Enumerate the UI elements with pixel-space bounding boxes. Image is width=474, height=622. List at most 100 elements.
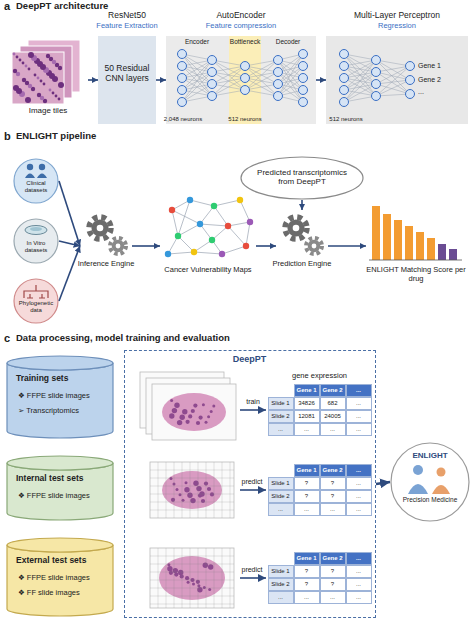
- cell-nucleus: [169, 413, 174, 418]
- gear-teeth: [285, 217, 307, 239]
- cell-nucleus: [25, 97, 31, 103]
- outline-ellipse: [14, 219, 58, 263]
- table-cell: ?: [320, 578, 346, 591]
- data-source-circle: In Vitro datasets: [13, 218, 59, 264]
- table-cell: Slide 1: [268, 397, 294, 410]
- table-cell: ?: [294, 477, 320, 490]
- table-cell: ...: [346, 384, 372, 397]
- cell-nucleus: [204, 482, 208, 486]
- cell-nucleus: [196, 580, 200, 584]
- network-link: [214, 206, 228, 226]
- cell-nucleus: [196, 486, 201, 491]
- engine-gears: Prediction Engine: [276, 210, 328, 282]
- cell-nucleus: [170, 477, 173, 480]
- outline-ellipse: [241, 157, 363, 199]
- data-source-circle: Phylogenetic data: [13, 278, 59, 324]
- network-link: [214, 200, 240, 206]
- cell-nucleus: [31, 55, 37, 61]
- cell-nucleus: [210, 492, 214, 496]
- table-cell: ...: [346, 410, 372, 423]
- node-text: ❖ FFPE slide images: [18, 574, 113, 583]
- cylinder-top: [7, 356, 113, 370]
- cell-nucleus: [58, 82, 64, 88]
- cell-nucleus: [198, 494, 202, 498]
- annotation-label: train: [236, 398, 270, 406]
- table-cell: Gene 1: [294, 464, 320, 477]
- tile-grid: [230, 548, 231, 608]
- tissue-section: [159, 556, 225, 600]
- table-cell: 12081: [294, 410, 320, 423]
- network-node: [187, 197, 193, 203]
- dataset-cylinder: Internal test sets ❖ FFPE slide images: [6, 456, 114, 520]
- tile-grid: [222, 548, 223, 608]
- table-cell: 682: [320, 397, 346, 410]
- tile-grid: [206, 462, 207, 518]
- cell-nucleus: [197, 587, 202, 592]
- cell-nucleus: [49, 89, 52, 92]
- node-text: 512 neurons: [326, 116, 366, 123]
- table-cell: Slide 1: [268, 565, 294, 578]
- panel-letter: c: [4, 332, 16, 345]
- annotation-label: DeepPT architecture: [16, 1, 156, 12]
- cell-nucleus: [203, 586, 206, 589]
- cell-nucleus: [52, 60, 56, 64]
- table-cell: ...: [346, 490, 372, 503]
- table-cell: Gene 2: [320, 384, 346, 397]
- network-link: [190, 200, 214, 206]
- cell-nucleus: [180, 574, 184, 578]
- image-tile: [20, 46, 72, 98]
- flow-arrow: [376, 482, 390, 484]
- process-box: AutoEncoderFeature compressionEncoderBot…: [166, 36, 316, 124]
- panel-letter: b: [4, 130, 16, 143]
- slide-image: [150, 462, 234, 518]
- cell-nucleus: [52, 76, 58, 82]
- panel-letter: a: [4, 0, 16, 13]
- score-bar: [416, 232, 424, 260]
- score-bar: [438, 244, 446, 260]
- table-cell: ...: [346, 578, 372, 591]
- network-node: [175, 233, 181, 239]
- gear-hole: [293, 225, 300, 232]
- table-cell: 34826: [294, 397, 320, 410]
- network-link: [212, 226, 228, 240]
- flow-arrow: [328, 245, 366, 247]
- table-cell: ...: [346, 423, 372, 436]
- node-text: ❖ FFPE slide images: [18, 492, 113, 501]
- node-text: Gene 1: [418, 62, 466, 70]
- cell-nucleus: [34, 58, 40, 64]
- table-cell: ?: [294, 490, 320, 503]
- dataset-cylinder: Training sets❖ FFPE slide images➢ Transc…: [6, 356, 114, 438]
- node-text: ❖ FFPE slide images: [18, 392, 113, 401]
- table-cell: ?: [320, 490, 346, 503]
- cell-nucleus: [205, 421, 208, 424]
- image-tile: [12, 52, 64, 104]
- cell-nucleus: [191, 409, 195, 413]
- cell-nucleus: [173, 483, 176, 486]
- chart-axis: [369, 260, 462, 261]
- process-box: ResNet50Feature Extraction50 Residual CN…: [98, 36, 156, 124]
- table-cell: ...: [294, 591, 320, 604]
- cell-nucleus: [199, 416, 203, 420]
- cell-nucleus: [190, 498, 195, 503]
- engine-gears: Inference Engine: [80, 210, 132, 282]
- tile-grid: [166, 548, 167, 608]
- cell-nucleus: [13, 69, 17, 73]
- table-cell: ...: [346, 591, 372, 604]
- node-text: ENLIGHT Matching Score per drug: [366, 266, 466, 283]
- tile-grid: [150, 486, 234, 487]
- network-link: [200, 224, 212, 240]
- node-text: AutoEncoder: [166, 11, 316, 21]
- cell-nucleus: [172, 408, 177, 413]
- network-link: [172, 200, 190, 210]
- cylinder-top: [7, 456, 113, 470]
- node-text: Bottleneck: [226, 38, 264, 45]
- cell-nucleus: [28, 68, 31, 71]
- tile-grid: [150, 478, 234, 479]
- cell-nucleus: [16, 56, 19, 59]
- network-node: [247, 219, 253, 225]
- cell-nucleus: [49, 57, 53, 61]
- node-text: Internal test sets: [16, 474, 111, 484]
- cell-nucleus: [192, 583, 195, 586]
- image-tiles: Image tiles: [8, 36, 88, 124]
- gear-hole: [312, 244, 317, 249]
